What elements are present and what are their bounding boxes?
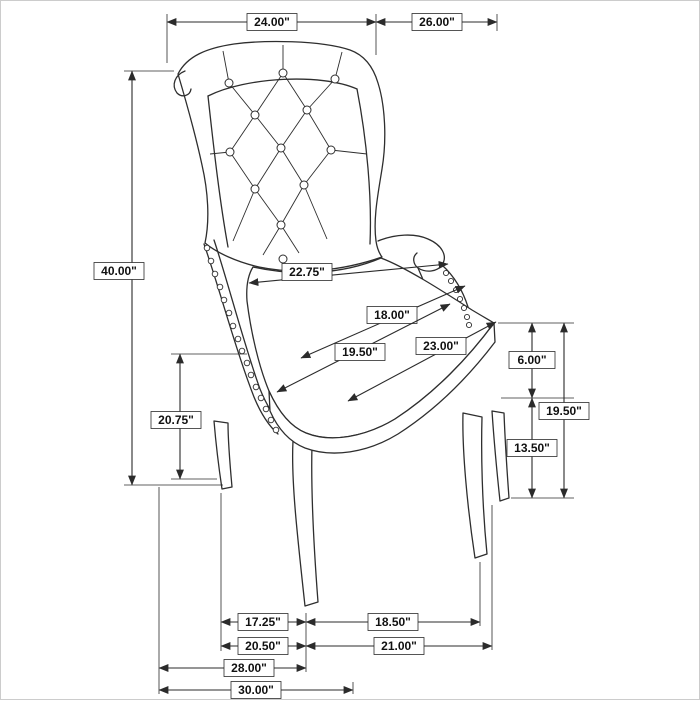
dimension-label: 17.25" [245,615,281,629]
dimension-base-width: 28.00" [158,659,307,677]
dimension-label: 30.00" [238,683,274,697]
dimension-label-box [367,613,419,631]
dimension-front-leg-spacing: 17.25" [220,613,307,631]
dimension-label: 28.00" [231,661,267,675]
dimension-line [347,321,497,402]
dimension-arm-height: 20.75" [150,353,247,480]
dimension-upper-depth: 26.00" [375,13,498,31]
chair-right-panel-seam [356,88,372,245]
chair-left-wing-outer-edge [203,243,279,435]
dimension-label-box [411,13,463,31]
dimension-label-box [281,263,333,281]
dimension-label: 18.00" [374,308,410,322]
dimension-cushion-thickness: 6.00" [498,322,574,399]
chair-front-left-leg [291,440,319,607]
nailhead-trim-left-wing [203,244,280,434]
chair-legs [213,410,510,607]
dimension-label-box [93,262,145,280]
dimension-seat-front-width: 23.00" [347,321,497,402]
dimension-overall-height: 40.00" [93,70,223,486]
dimension-label: 20.50" [245,639,281,653]
dimension-label: 26.00" [419,15,455,29]
dimension-base-front-width: 20.50" [220,637,307,655]
dimension-label-box [223,659,275,677]
dimension-side-leg-spacing: 18.50" [305,613,481,631]
chair-back-left-leg [213,420,233,490]
chair-crown-inner-line [207,78,358,97]
chair-back-right-leg [491,410,510,502]
chair-left-scroll [173,70,192,97]
dimension-label-box [150,411,202,429]
dimension-seat-back-width: 22.75" [248,260,449,287]
chair-left-panel-seam [207,95,229,248]
dimension-label-box [415,337,467,355]
dimension-label-box [373,637,425,655]
dimension-label-box [246,13,298,31]
chair-front-right-leg [462,412,488,559]
dimension-label: 22.75" [289,265,325,279]
chair-drawing [173,40,510,607]
dimension-label: 6.00" [517,353,546,367]
dimension-base-side-depth: 21.00" [305,637,493,655]
dimension-label-box [237,637,289,655]
dimension-label: 23.00" [423,339,459,353]
dimension-leg-height: 13.50" [506,397,574,499]
dimension-label: 21.00" [381,639,417,653]
dimension-label-box [230,681,282,699]
dimension-label: 18.50" [375,615,411,629]
dimension-label-box [508,351,556,369]
dimension-overall-depth: 30.00" [158,681,354,699]
tufting-pattern [209,45,368,256]
bottom-extension-lines [158,487,493,694]
dimension-label: 19.50" [546,404,582,418]
dimension-label-box [506,439,558,457]
dimension-back-width: 24.00" [166,13,377,63]
dimension-seat-height: 19.50" [538,322,590,499]
chair-back-shell [177,40,386,272]
dimension-label-box [237,613,289,631]
dimension-label: 13.50" [514,441,550,455]
dimension-label: 24.00" [254,15,290,29]
dimension-label-box [538,402,590,420]
dimension-label: 40.00" [101,264,137,278]
dimension-label: 19.50" [342,345,378,359]
dimension-label: 20.75" [158,413,194,427]
